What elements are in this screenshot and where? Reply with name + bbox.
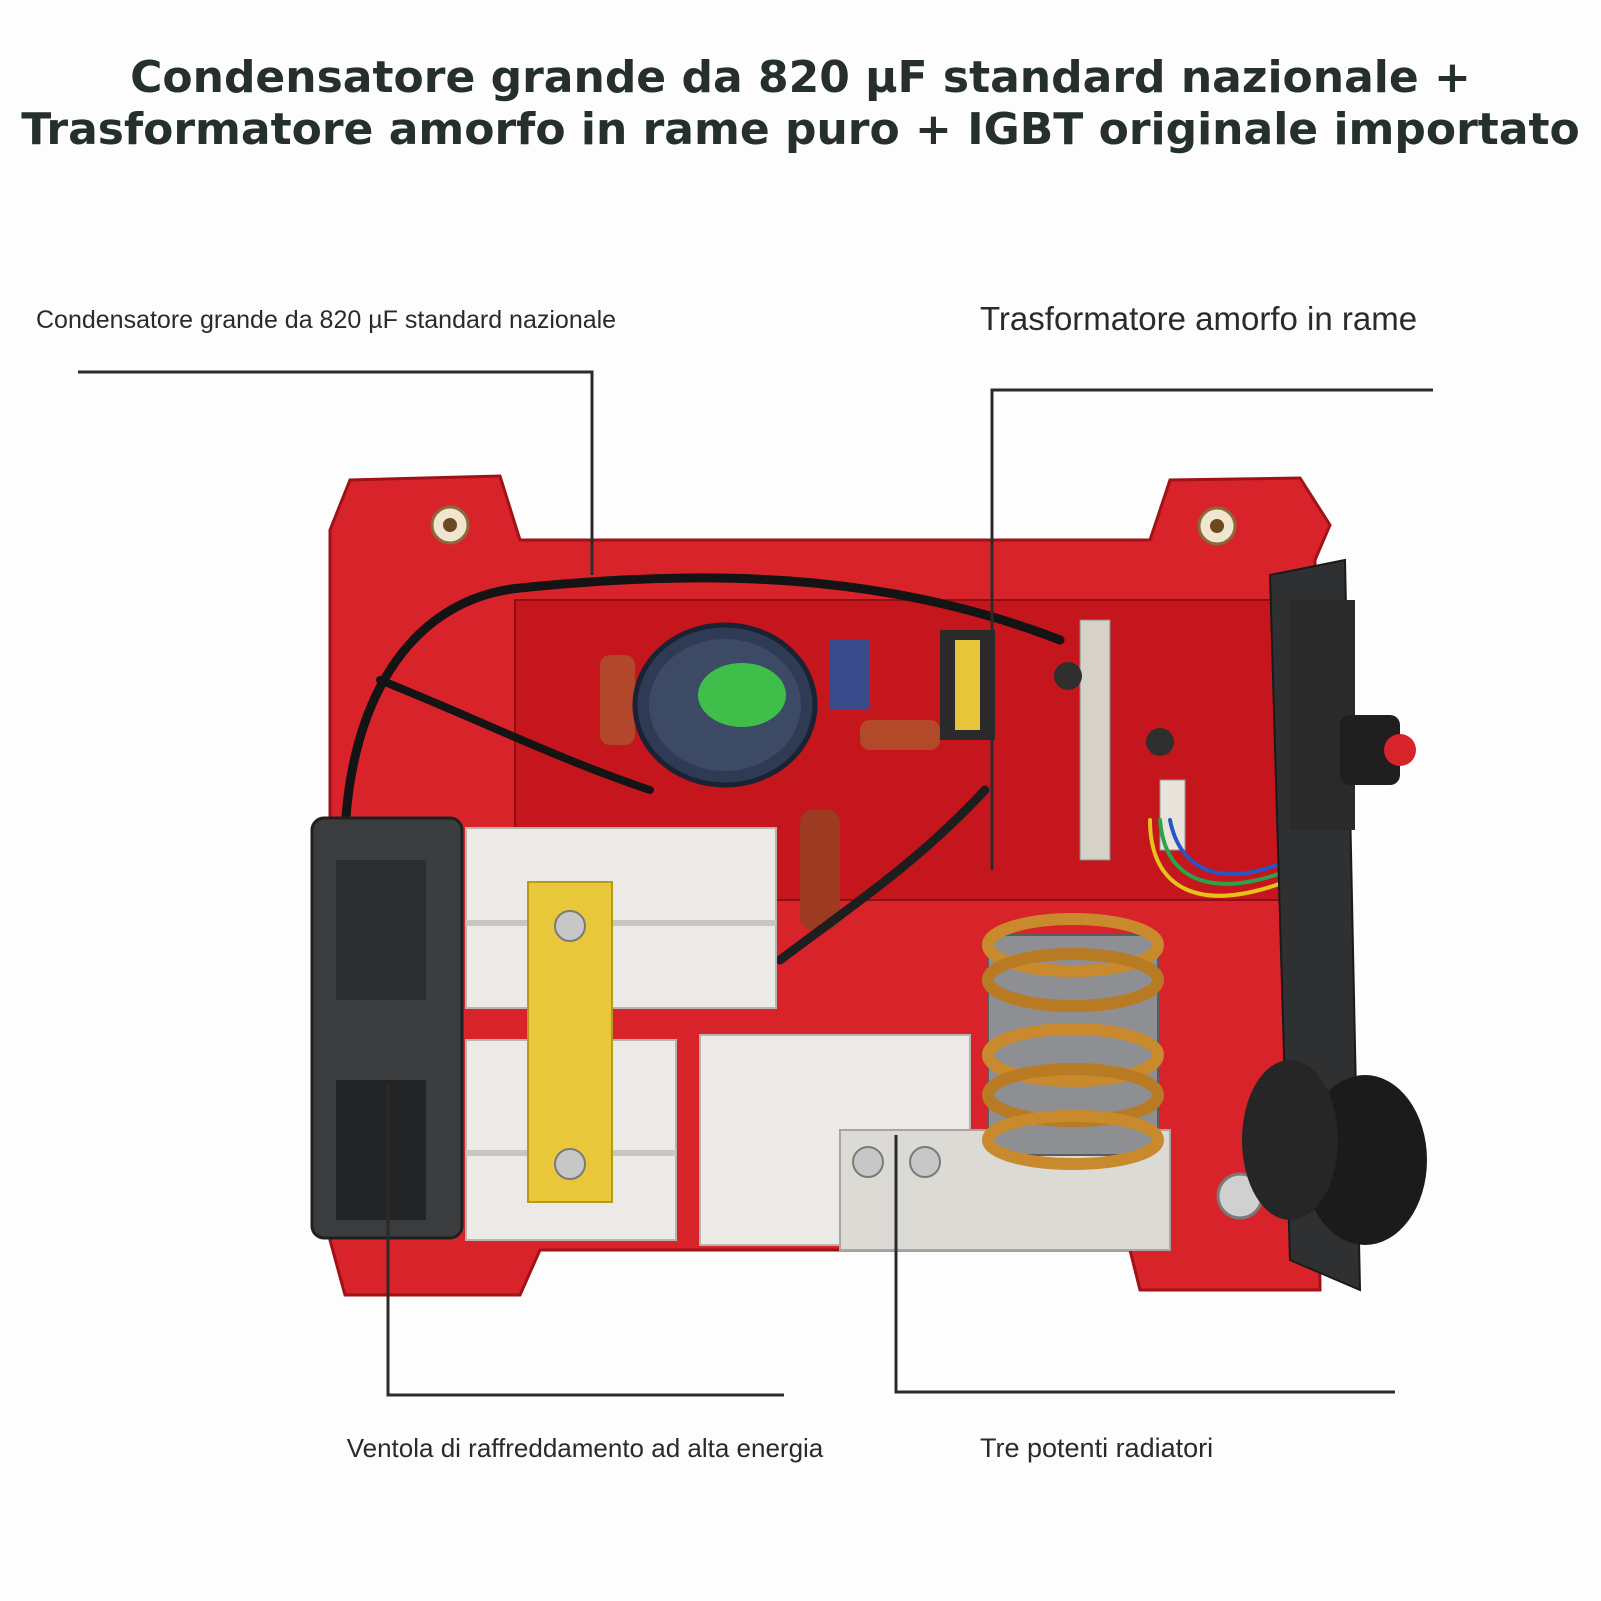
page-title: Condensatore grande da 820 µF standard n… <box>0 52 1601 156</box>
cooling-fan <box>310 816 464 1240</box>
title-line-1: Condensatore grande da 820 µF standard n… <box>130 52 1471 103</box>
capacitor-leader-line <box>78 370 594 575</box>
copper-transformer <box>982 913 1164 1170</box>
fan-leader-line <box>386 1085 784 1397</box>
transformer-callout-label: Trasformatore amorfo in rame <box>980 300 1418 337</box>
leader-lines <box>78 370 1433 1397</box>
fan-callout-label: Ventola di raffreddamento ad alta energi… <box>346 1433 824 1463</box>
capacitor-callout-label: Condensatore grande da 820 µF standard n… <box>36 306 617 334</box>
transformer-leader-line <box>990 388 1433 870</box>
radiators-leader-line <box>894 1135 1395 1394</box>
radiators-callout-label: Tre potenti radiatori <box>980 1433 1214 1463</box>
title-line-2: Trasformatore amorfo in rame puro + IGBT… <box>21 104 1580 155</box>
capacitor-820uF <box>632 622 818 788</box>
front-panel <box>1242 558 1427 1292</box>
cables <box>340 573 1292 965</box>
